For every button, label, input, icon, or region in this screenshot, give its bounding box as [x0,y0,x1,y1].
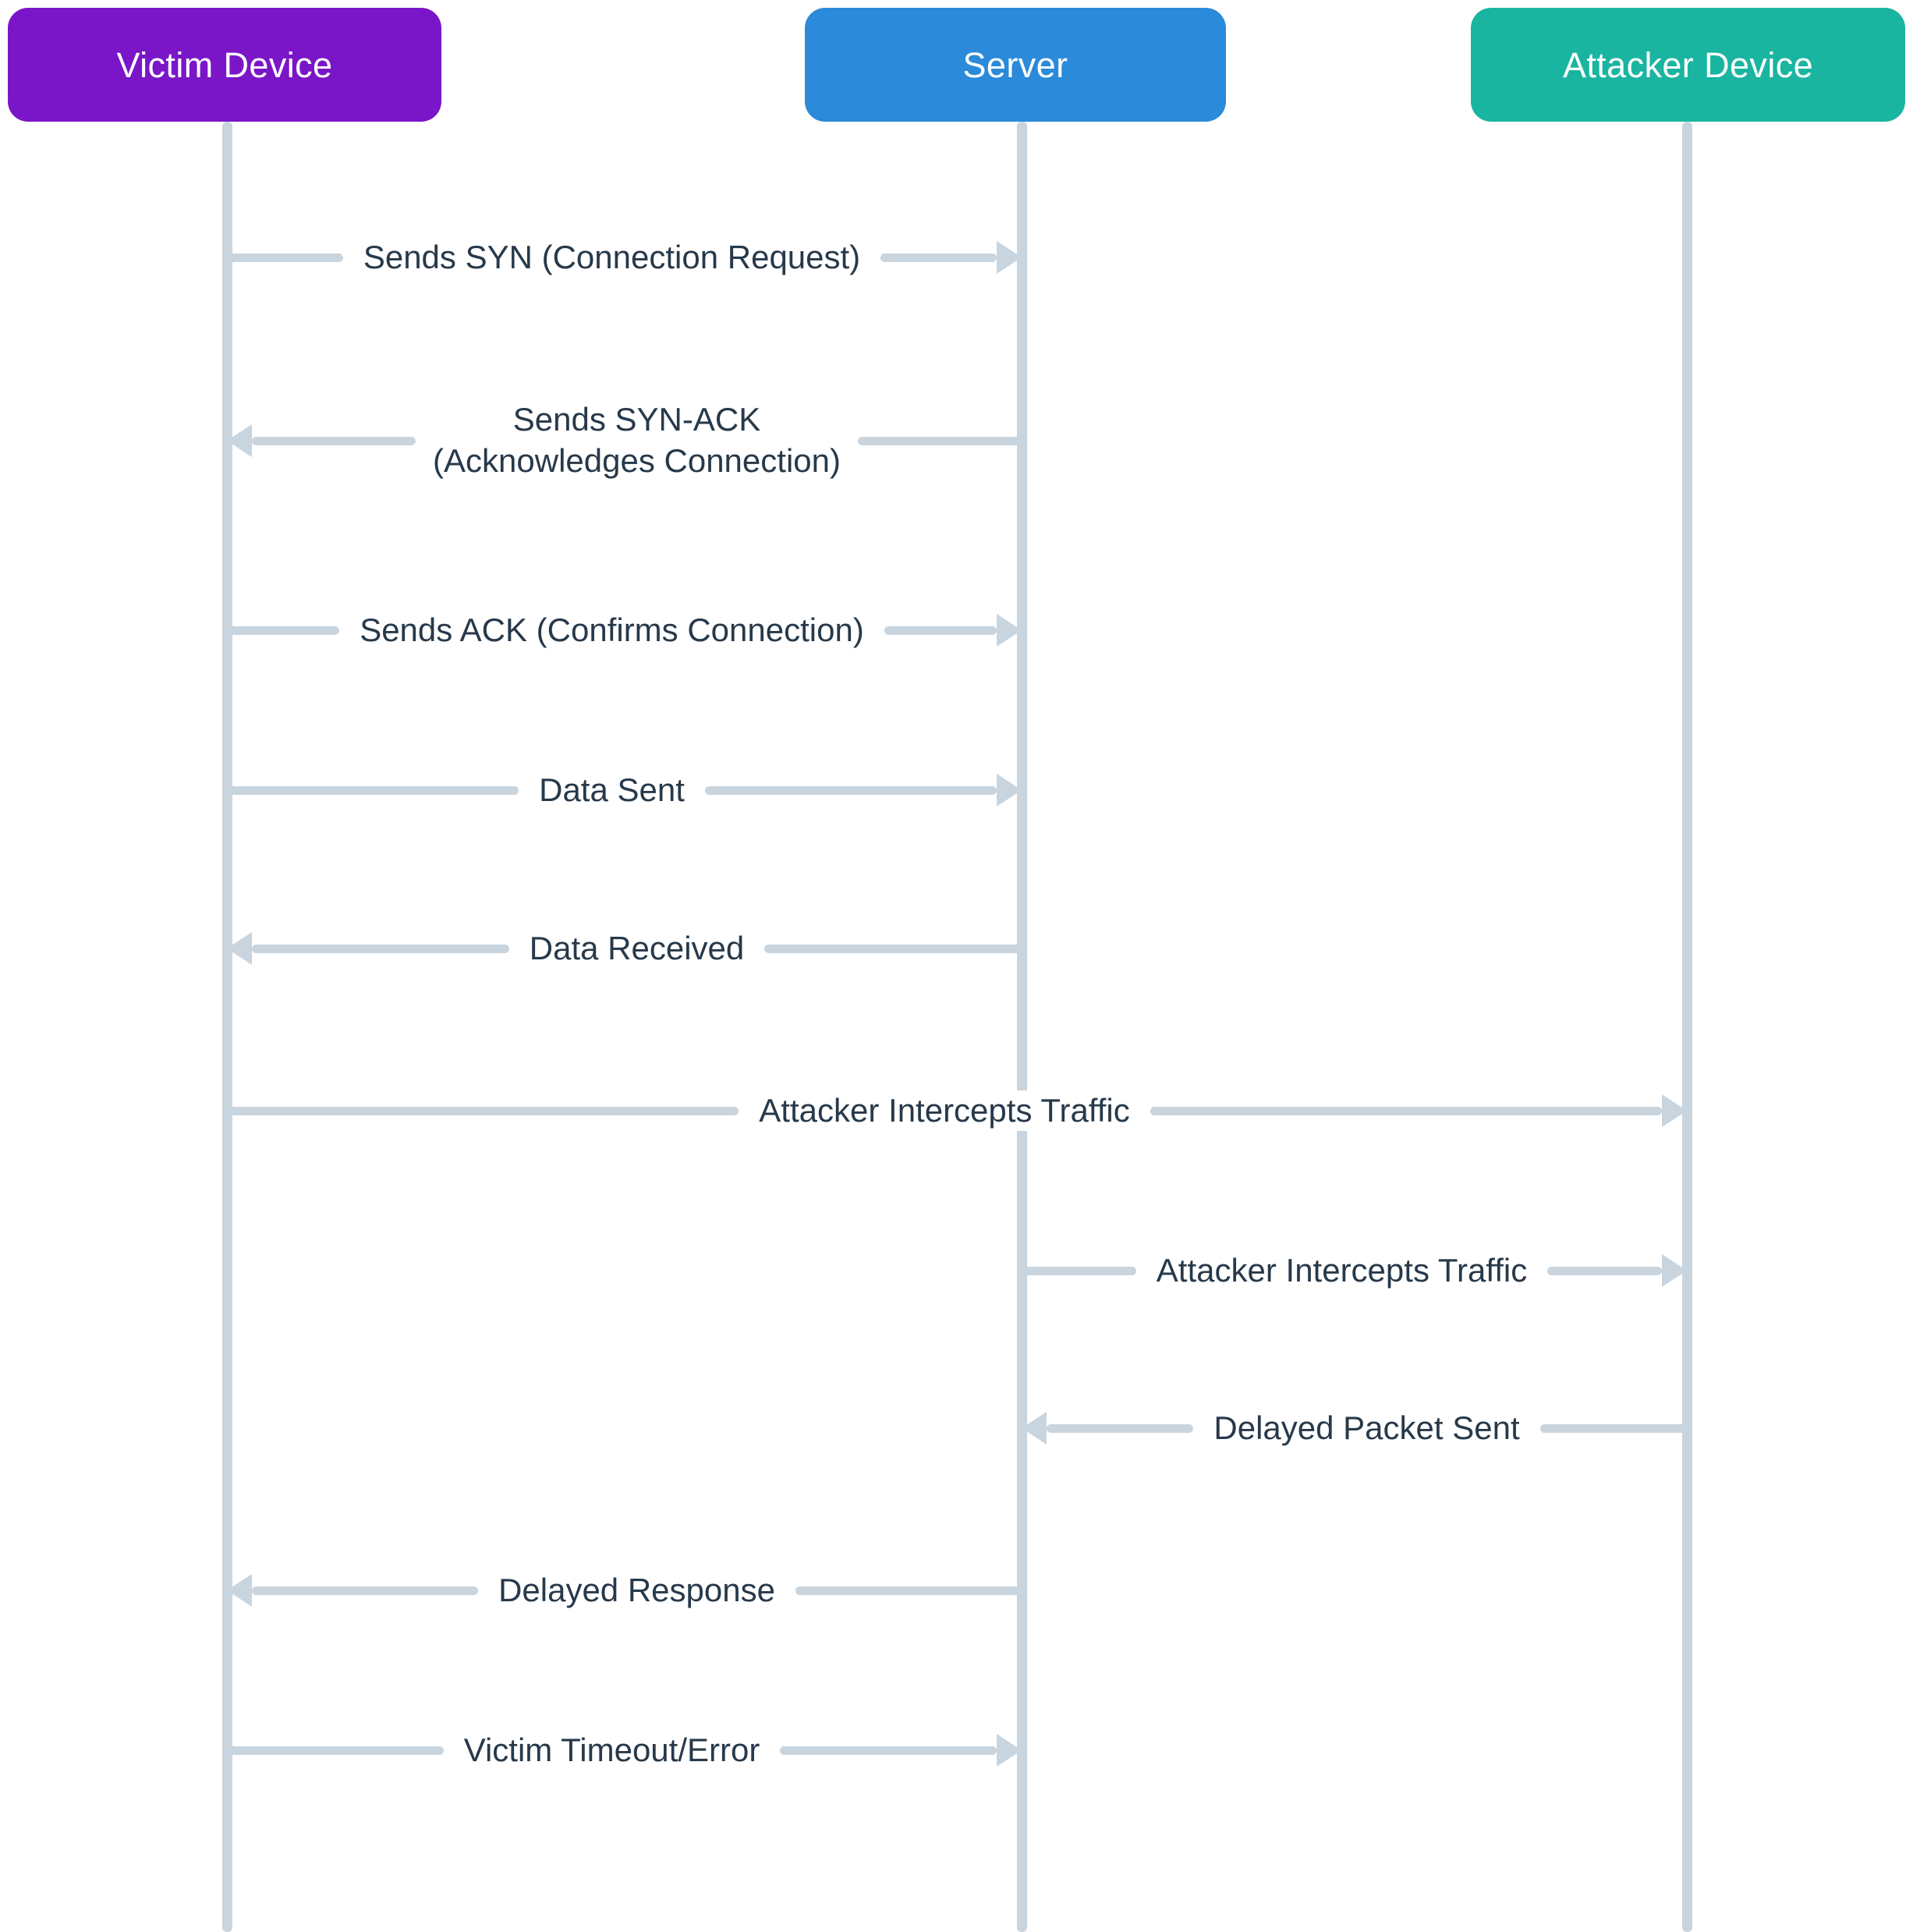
message-line-right-6 [1150,1106,1663,1115]
participant-label-victim: Victim Device [116,44,333,85]
message-line-right-9 [795,1586,1022,1595]
message-line-left-4 [227,785,519,795]
participant-box-victim[interactable]: Victim Device [8,8,441,122]
lifeline-victim [222,122,232,1932]
message-line-right-5 [764,944,1022,953]
message-line-right-2 [857,436,1022,445]
message-9[interactable]: Delayed Response [227,1555,1022,1625]
message-line-left-7 [1022,1266,1136,1275]
message-label-1: Sends SYN (Connection Request) [342,236,881,278]
message-8[interactable]: Delayed Packet Sent [1022,1393,1688,1463]
message-line-right-1 [880,253,997,262]
message-line-left-5 [252,944,509,953]
lifeline-server [1017,122,1027,1932]
message-label-9: Delayed Response [478,1569,795,1611]
message-1[interactable]: Sends SYN (Connection Request) [227,222,1022,292]
message-label-6: Attacker Intercepts Traffic [739,1090,1150,1132]
message-4[interactable]: Data Sent [227,755,1022,825]
message-line-left-9 [252,1586,479,1595]
participant-box-attacker[interactable]: Attacker Device [1471,8,1905,122]
message-line-right-10 [780,1746,997,1755]
message-line-right-4 [704,785,997,795]
message-line-left-3 [227,626,340,635]
message-7[interactable]: Attacker Intercepts Traffic [1022,1235,1688,1306]
message-line-left-2 [252,436,416,445]
message-line-left-10 [227,1746,444,1755]
message-line-left-6 [227,1106,739,1115]
message-line-right-3 [884,626,997,635]
lifeline-attacker [1682,122,1692,1932]
message-label-7: Attacker Intercepts Traffic [1135,1250,1548,1292]
message-label-2: Sends SYN-ACK (Acknowledges Connection) [416,399,858,482]
message-label-5: Data Received [508,927,765,970]
participant-label-attacker: Attacker Device [1562,44,1814,85]
message-5[interactable]: Data Received [227,913,1022,984]
message-line-right-7 [1547,1266,1663,1275]
message-line-left-1 [227,253,343,262]
message-line-left-8 [1047,1423,1194,1433]
participant-box-server[interactable]: Server [805,8,1226,122]
message-2[interactable]: Sends SYN-ACK (Acknowledges Connection) [227,382,1022,499]
message-label-3: Sends ACK (Confirms Connection) [339,609,884,651]
message-label-10: Victim Timeout/Error [443,1729,781,1771]
participant-label-server: Server [962,44,1068,85]
message-10[interactable]: Victim Timeout/Error [227,1715,1022,1785]
message-label-4: Data Sent [519,769,705,811]
message-6[interactable]: Attacker Intercepts Traffic [227,1076,1688,1146]
message-3[interactable]: Sends ACK (Confirms Connection) [227,595,1022,665]
message-label-8: Delayed Packet Sent [1193,1407,1540,1449]
message-line-right-8 [1539,1423,1688,1433]
